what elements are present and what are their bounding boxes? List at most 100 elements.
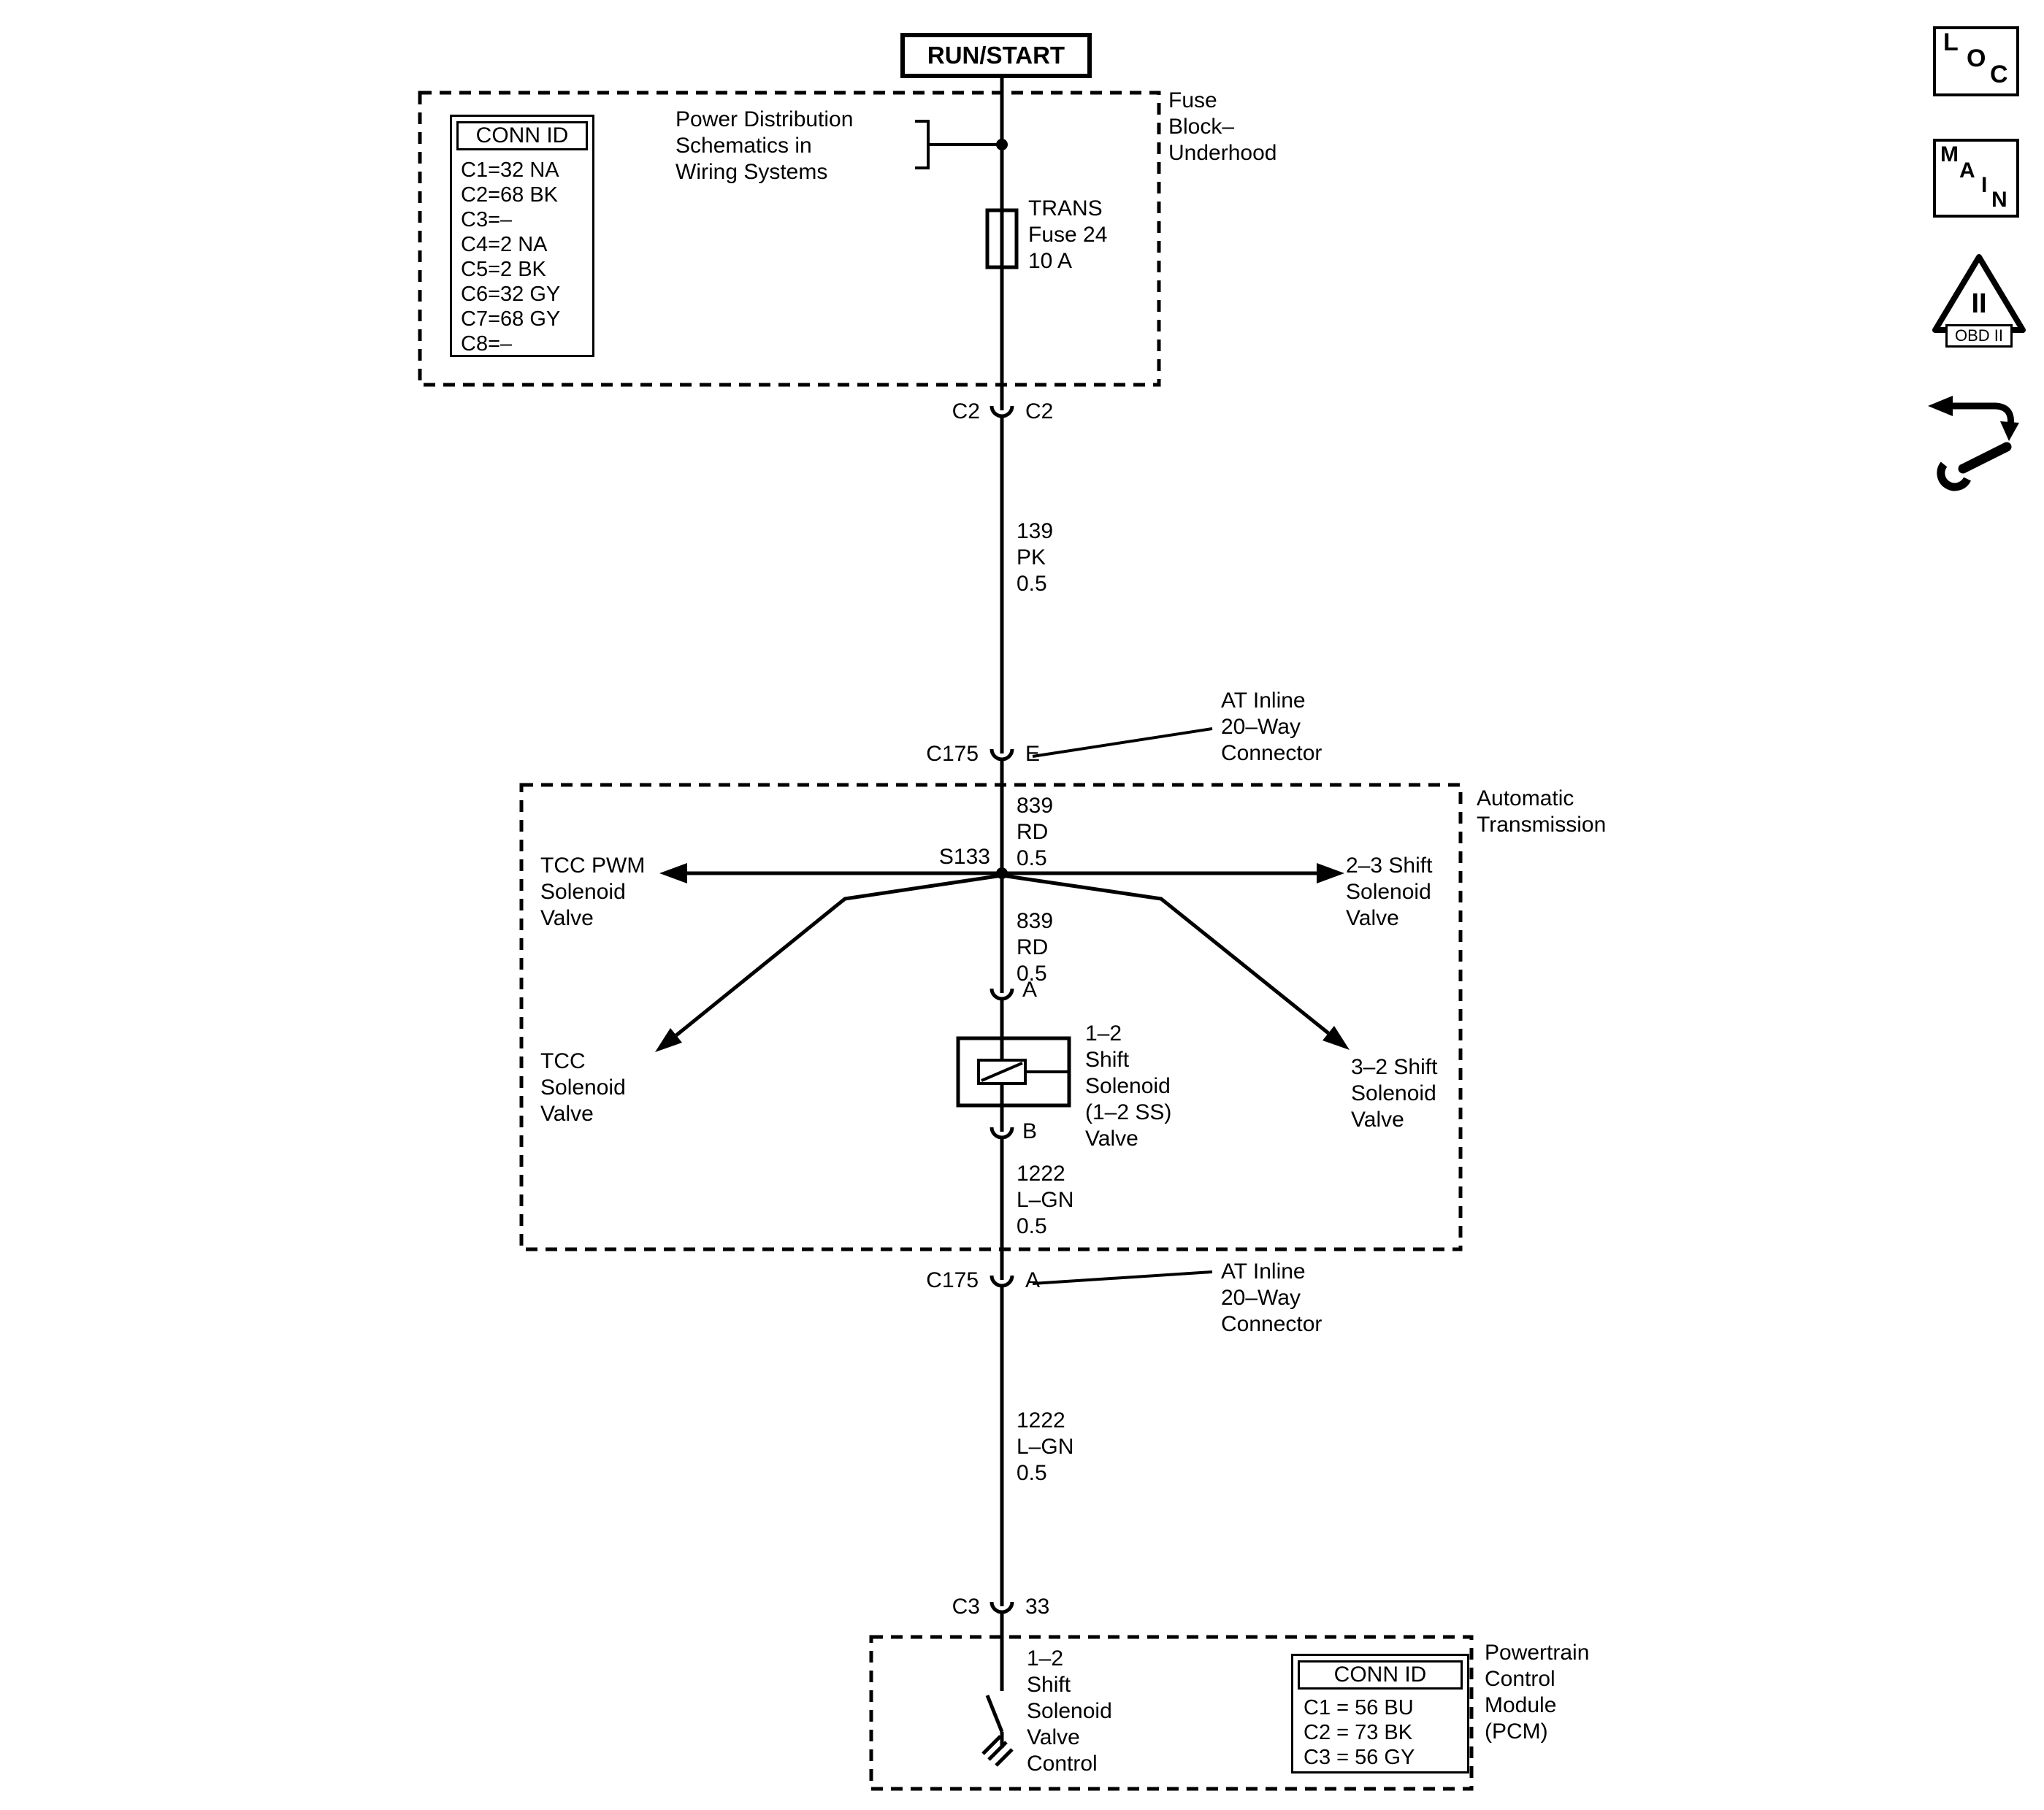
- shift-solenoid-symbol: [956, 1036, 1071, 1108]
- text-line: 0.5: [1017, 1461, 1047, 1485]
- loc-button[interactable]: L O C: [1933, 26, 2019, 96]
- loc-letter-l: L: [1943, 28, 1959, 56]
- text-line: 10 A: [1028, 249, 1073, 273]
- text-line: Valve: [1027, 1725, 1080, 1749]
- text-line: Valve: [1351, 1108, 1404, 1132]
- text-line: 0.5: [1017, 1214, 1047, 1238]
- text-line: 1222: [1017, 1162, 1065, 1186]
- text-line: C5=2 BK: [461, 258, 546, 281]
- text-line: 1–2: [1027, 1646, 1064, 1671]
- text-line: Transmission: [1477, 813, 1607, 837]
- text-line: Module: [1485, 1693, 1557, 1717]
- text-line: 0.5: [1017, 962, 1047, 986]
- text-line: Wiring Systems: [675, 160, 828, 184]
- text-line: Schematics in: [675, 134, 812, 158]
- connector-a-symbol: [990, 988, 1014, 1001]
- obd2-label[interactable]: OBD II: [1945, 324, 2013, 348]
- text-line: Solenoid: [1085, 1074, 1171, 1098]
- connector-c175a-symbol: [990, 1275, 1014, 1288]
- text-line: Power Distribution: [675, 107, 854, 131]
- text-line: Control: [1027, 1752, 1098, 1776]
- text-line: Solenoid: [1346, 880, 1431, 904]
- text-line: Connector: [1221, 741, 1323, 765]
- text-line: C3 = 56 GY: [1304, 1746, 1415, 1769]
- connector-c175e-label-left: C175: [926, 742, 979, 766]
- text-line: TRANS: [1028, 196, 1103, 221]
- main-letter-i: I: [1981, 173, 1988, 197]
- text-line: AT Inline: [1221, 689, 1306, 713]
- connector-c3-symbol: [990, 1601, 1014, 1614]
- arrowhead-down-left: [655, 1028, 682, 1052]
- text-line: Solenoid: [1027, 1699, 1112, 1723]
- text-line: C1 = 56 BU: [1304, 1696, 1414, 1719]
- text-line: C2=68 BK: [461, 183, 559, 207]
- main-letter-a: A: [1959, 158, 1975, 183]
- pcm-conn-id-header: CONN ID: [1298, 1660, 1463, 1690]
- connector-c3-label-left: C3: [952, 1595, 980, 1619]
- wrench-icon[interactable]: [1937, 442, 2012, 491]
- main-button[interactable]: M A I N: [1933, 139, 2019, 218]
- loc-letter-o: O: [1967, 45, 1986, 72]
- arrowhead-left: [659, 863, 687, 883]
- text-line: AT Inline: [1221, 1259, 1306, 1284]
- text-line: RD: [1017, 935, 1049, 959]
- text-line: TCC PWM: [540, 854, 646, 878]
- run-start-box: RUN/START: [900, 33, 1092, 78]
- connector-symbols: [990, 405, 1014, 1614]
- text-line: Shift: [1085, 1048, 1130, 1072]
- text-line: Connector: [1221, 1312, 1323, 1336]
- connector-c2-label-left: C2: [952, 399, 980, 423]
- connector-c2-label-right: C2: [1025, 399, 1054, 423]
- arrowhead-right: [1317, 863, 1344, 883]
- text-line: 0.5: [1017, 846, 1047, 870]
- splice-branch-arrows: [655, 863, 1350, 1052]
- text-line: Valve: [540, 1102, 594, 1126]
- main-letter-m: M: [1940, 142, 1959, 166]
- solenoid-pin-b-label: B: [1022, 1119, 1038, 1143]
- text-line: 1222: [1017, 1408, 1065, 1433]
- loc-letter-c: C: [1990, 61, 2008, 88]
- navigation-arrow-icon[interactable]: [1928, 396, 2019, 441]
- main-letter-n: N: [1991, 188, 2007, 212]
- text-line: 20–Way: [1221, 715, 1301, 739]
- text-line: PK: [1017, 545, 1046, 570]
- text-line: L–GN: [1017, 1435, 1074, 1459]
- text-line: C4=2 NA: [461, 233, 548, 256]
- connector-c3-label-right: 33: [1025, 1595, 1050, 1619]
- text-line: L–GN: [1017, 1188, 1074, 1212]
- junction-dot: [996, 139, 1008, 150]
- text-line: Solenoid: [540, 880, 626, 904]
- text-line: 0.5: [1017, 572, 1047, 596]
- connector-c175e-label-right: E: [1025, 742, 1041, 766]
- arrowhead-down-right: [1323, 1026, 1350, 1050]
- fuse-symbol: [985, 208, 1019, 269]
- text-line: 1–2: [1085, 1021, 1122, 1046]
- text-line: 2–3 Shift: [1346, 854, 1433, 878]
- connector-b-symbol: [990, 1127, 1014, 1140]
- text-line: (PCM): [1485, 1719, 1548, 1744]
- text-line: Fuse 24: [1028, 223, 1108, 247]
- text-line: Block–: [1168, 115, 1235, 139]
- text-line: C3=–: [461, 208, 513, 231]
- connector-c175a-label-left: C175: [926, 1268, 979, 1292]
- text-line: 839: [1017, 909, 1054, 933]
- text-line: Solenoid: [1351, 1081, 1436, 1105]
